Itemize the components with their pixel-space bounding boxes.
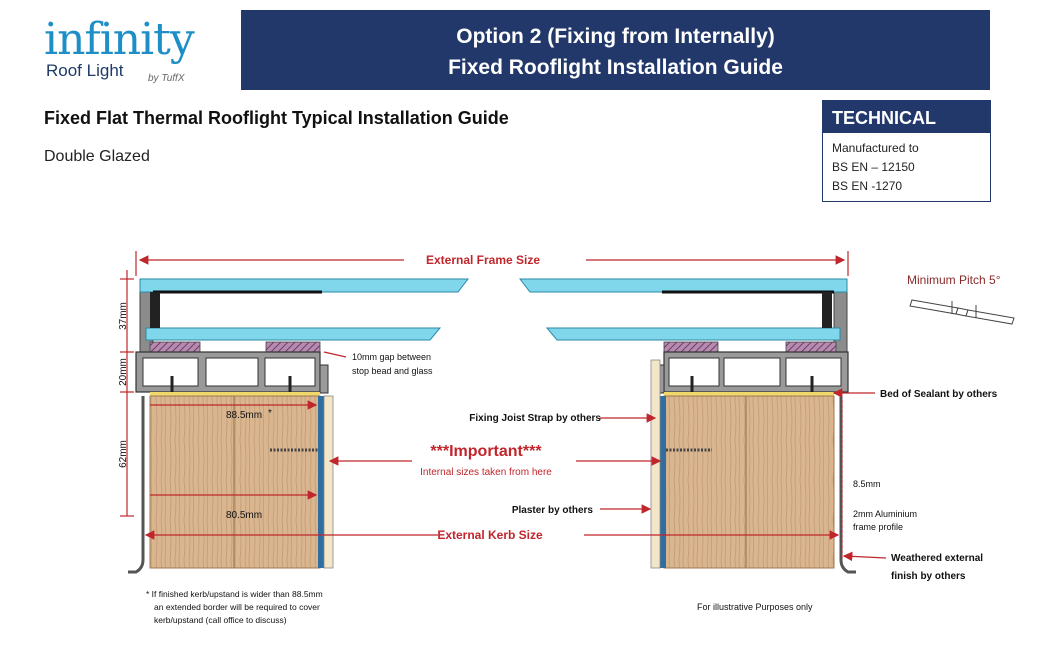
footnote-line-3: kerb/upstand (call office to discuss) xyxy=(154,615,287,625)
external-kerb-size-label: External Kerb Size xyxy=(437,528,543,542)
internal-sizes-label: Internal sizes taken from here xyxy=(420,467,552,478)
bed-of-sealant-label: Bed of Sealant by others xyxy=(880,389,998,400)
logo-byline: by TuffX xyxy=(148,73,185,84)
glass-pane-top-left xyxy=(139,278,470,293)
left-section xyxy=(128,278,470,574)
banner-line-1: Option 2 (Fixing from Internally) xyxy=(456,25,775,48)
dim-62-label: 62mm xyxy=(118,440,129,468)
minimum-pitch-label: Minimum Pitch 5° xyxy=(907,273,1001,287)
dim-85-label: 8.5mm xyxy=(853,479,881,489)
spacer-bar-left xyxy=(150,292,160,328)
technical-heading: TECHNICAL xyxy=(823,101,990,133)
footnote-line-1: * If finished kerb/upstand is wider than… xyxy=(146,589,323,599)
frame-profile-line-1: 2mm Aluminium xyxy=(853,509,917,519)
glass-pane-top-right xyxy=(518,278,848,293)
weathered-line-2: finish by others xyxy=(891,571,966,582)
spacer-bar-right xyxy=(822,292,832,328)
right-section xyxy=(518,278,856,574)
technical-line: Manufactured to xyxy=(832,141,919,155)
external-frame-size-label: External Frame Size xyxy=(426,253,540,267)
technical-line: BS EN -1270 xyxy=(832,179,903,193)
plaster-left xyxy=(323,395,334,569)
illustrative-note: For illustrative Purposes only xyxy=(697,602,813,612)
dim-20-label: 20mm xyxy=(118,358,129,386)
technical-line: BS EN – 12150 xyxy=(832,160,915,174)
important-label: ***Important*** xyxy=(430,443,542,460)
dim-37-label: 37mm xyxy=(118,302,129,330)
plaster-label: Plaster by others xyxy=(512,505,594,516)
dim-88-star: * xyxy=(268,408,272,419)
glass-pane-bottom-right xyxy=(545,327,841,341)
dim-80-label: 80.5mm xyxy=(226,510,262,521)
fixing-joist-strap-label: Fixing Joist Strap by others xyxy=(469,413,601,424)
logo-subtitle: Roof Light xyxy=(46,61,124,80)
gap-note-line-2: stop bead and glass xyxy=(352,366,433,376)
technical-box: TECHNICAL Manufactured to BS EN – 12150 … xyxy=(822,100,991,202)
banner-line-2: Fixed Rooflight Installation Guide xyxy=(448,56,783,79)
glass-pane-bottom-left xyxy=(145,327,442,341)
technical-lines: Manufactured to BS EN – 12150 BS EN -127… xyxy=(823,133,990,196)
dimension-lines xyxy=(120,251,887,562)
footnote-line-2: an extended border will be required to c… xyxy=(154,602,320,612)
timber-kerb-left xyxy=(149,395,321,569)
gap-note-line-1: 10mm gap between xyxy=(352,352,431,362)
dim-88-label: 88.5mm xyxy=(226,410,262,421)
weathered-line-1: Weathered external xyxy=(891,553,983,564)
plaster-right xyxy=(650,359,661,569)
header-banner: Option 2 (Fixing from Internally) Fixed … xyxy=(241,10,990,90)
page-subtitle: Double Glazed xyxy=(44,148,150,165)
page-title: Fixed Flat Thermal Rooflight Typical Ins… xyxy=(44,108,509,128)
fixing-strap-right xyxy=(660,396,666,568)
fixing-strap-left xyxy=(318,396,324,568)
timber-kerb-right xyxy=(663,395,835,569)
logo-wordmark: infinity xyxy=(44,14,195,65)
frame-profile-line-2: frame profile xyxy=(853,522,903,532)
pitch-icon xyxy=(909,299,1015,325)
